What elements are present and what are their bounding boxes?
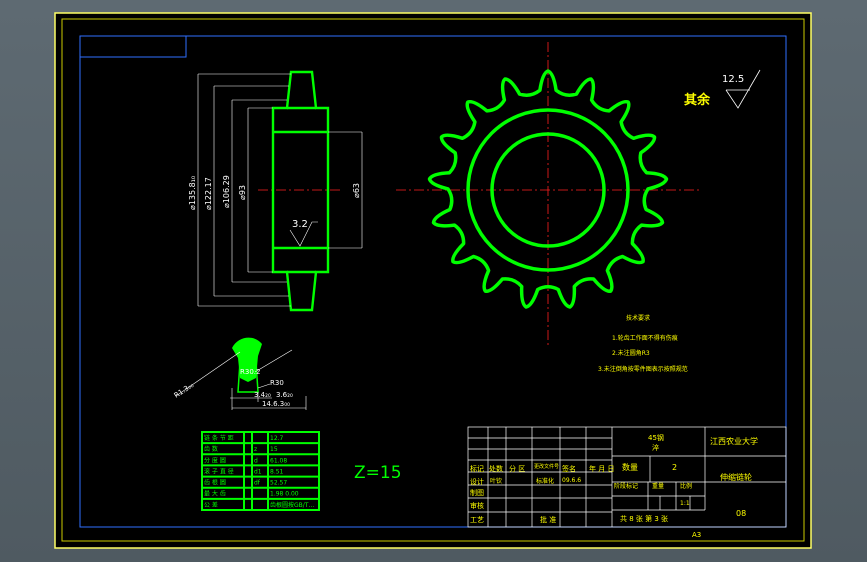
title-block-text: A3: [692, 531, 701, 539]
tech-item-1: 1.轮齿工作面不得有伤痕: [612, 334, 678, 342]
root-ring: [466, 108, 630, 272]
viewport-border: [54, 12, 812, 549]
roughness-general-value: 12.5: [722, 74, 744, 85]
param-cell: 52.57: [270, 480, 287, 487]
param-cell: 分 度 圆: [204, 456, 226, 464]
side-view: [271, 70, 330, 312]
title-block-text: 阶段标记: [614, 482, 638, 490]
dim-d3: ⌀106.29: [222, 175, 231, 208]
tooth-label-2: R30.2: [240, 368, 260, 376]
param-cell: 最 大 齿: [204, 490, 226, 498]
dim-d4: ⌀93: [238, 185, 247, 200]
drawing-frame-outer: [61, 18, 805, 542]
tooth-label-4: 3.4₂₀: [254, 391, 271, 399]
title-block-text: 制图: [470, 488, 484, 497]
title-block-text: 比例: [680, 482, 692, 490]
teeth-count-label: Z=15: [354, 463, 402, 483]
tech-requirements: 技术要求 1.轮齿工作面不得有伤痕 2.未注圆角R3 3.未注倒角按零件图表示按…: [598, 314, 688, 373]
tooth-label-5: 3.6₂₀: [276, 391, 293, 399]
title-block-text: 08: [736, 509, 746, 518]
param-table: 链 条 节 距 12.7 齿 数 z 15 分 度 圆 d 61.08 滚 子 直 径 d1 8.5…: [201, 431, 320, 511]
title-block-text: 伸缩链轮: [720, 472, 752, 482]
param-cell: 齿 根 圆: [204, 479, 226, 487]
param-cell: df: [254, 480, 261, 487]
corner-label-box: [79, 35, 187, 58]
side-view-dimensions: [197, 73, 363, 307]
param-table-border: [201, 431, 320, 511]
tooth-detail: R1.3₀₀ R30.2 R30 3.4₂₀ 3.6₂₀ 14.6.3₀₀: [173, 337, 307, 410]
param-cell: 61.08: [270, 457, 287, 464]
title-block-text: 数量: [622, 462, 638, 472]
tech-item-3: 3.未注倒角按零件图表示按照规范: [598, 365, 688, 373]
param-cell: 滚 子 直 径: [204, 467, 234, 475]
title-block-text: 工艺: [470, 516, 484, 524]
title-block-text: 分 区: [509, 464, 525, 473]
title-block-text: 09.6.6: [562, 477, 581, 484]
front-view: [427, 69, 669, 309]
title-block: 标记处数分 区 更改文件号签名 年 月 日设计制图审核工艺 叶钦 09.6.6 标准化批 …: [467, 426, 787, 539]
param-cell: 15: [270, 446, 278, 453]
param-cell: 公 差: [204, 501, 218, 509]
dim-d1: ⌀135.8₁₀: [188, 176, 197, 210]
roughness-prefix: 其余: [684, 92, 711, 108]
tooth-label-3: R30: [270, 379, 284, 387]
tech-item-2: 2.未注圆角R3: [612, 349, 650, 357]
general-roughness: 其余 12.5: [684, 69, 761, 109]
param-cell: d: [254, 457, 258, 464]
gear-outline: [427, 69, 669, 309]
title-block-text: 2: [672, 463, 677, 472]
title-block-text: 标记: [470, 464, 484, 473]
bore: [490, 132, 606, 248]
param-cell: 齿根圆按GB/T…: [270, 501, 314, 509]
title-block-text: 叶钦: [490, 477, 502, 485]
tech-title: 技术要求: [626, 314, 650, 322]
title-block-text: 批 准: [540, 515, 556, 524]
side-view-dim-labels: ⌀135.8₁₀ ⌀122.17 ⌀106.29 ⌀93 ⌀63 3.2: [188, 175, 361, 230]
dim-d2: ⌀122.17: [204, 177, 213, 210]
param-cell: d1: [254, 468, 262, 475]
roughness-value: 3.2: [292, 219, 308, 230]
param-cell: 8.51: [270, 468, 284, 475]
title-block-text: 设计: [470, 477, 484, 486]
title-block-text: 1:1: [680, 500, 690, 507]
title-block-text: 标准化: [536, 477, 554, 485]
title-block-text: 审核: [470, 501, 484, 510]
param-cell: 链 条 节 距: [204, 434, 234, 442]
title-block-text: 江西农业大学: [710, 436, 758, 446]
param-cell: 12.7: [270, 435, 284, 442]
title-block-text: 淬: [652, 443, 659, 452]
tooth-label-6: 14.6.3₀₀: [262, 400, 290, 408]
title-block-text: 年 月 日: [589, 464, 614, 473]
title-block-text: 45钢: [648, 433, 664, 442]
drawing-frame-inner: [79, 35, 787, 528]
title-block-text: 共 8 张 第 3 张: [620, 514, 668, 523]
title-block-text: 更改文件号: [534, 463, 559, 470]
title-block-border: [467, 426, 787, 528]
param-cell: 齿 数: [204, 445, 218, 453]
param-cell: 1.98 0.00: [270, 491, 299, 498]
title-block-text: 签名: [562, 464, 576, 473]
param-cell: z: [254, 446, 257, 453]
title-block-text: 处数: [489, 464, 503, 473]
dim-d5: ⌀63: [352, 183, 361, 198]
title-block-text: 重量: [652, 482, 664, 490]
